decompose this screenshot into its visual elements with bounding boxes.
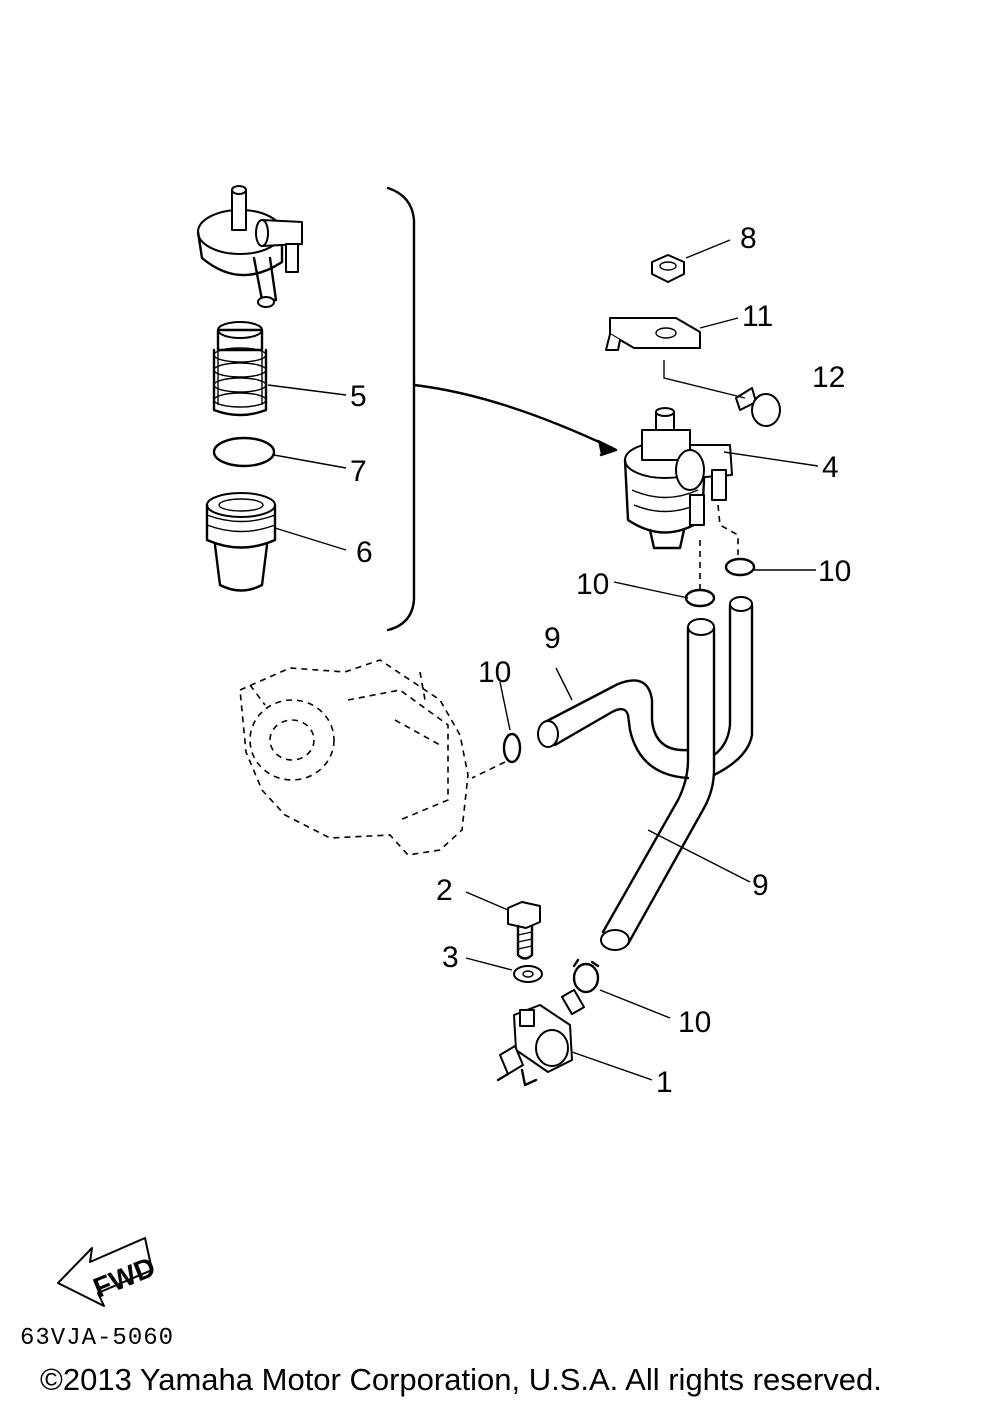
callout-5: 5 bbox=[350, 380, 367, 413]
o-ring-7 bbox=[212, 436, 276, 468]
carburetor bbox=[239, 659, 469, 856]
leader-lines bbox=[267, 239, 819, 1081]
callout-7: 7 bbox=[350, 455, 367, 488]
callout-6: 6 bbox=[356, 536, 373, 569]
copyright-notice: ©2013 Yamaha Motor Corporation, U.S.A. A… bbox=[40, 1362, 882, 1397]
bolt-2 bbox=[507, 901, 541, 960]
bracket-11 bbox=[605, 317, 701, 351]
callout-12: 12 bbox=[812, 361, 845, 394]
assembly-bracket bbox=[386, 186, 618, 632]
callout-3: 3 bbox=[442, 941, 459, 974]
filter-cup-6 bbox=[205, 492, 277, 592]
callout-9-lower: 9 bbox=[752, 869, 769, 902]
callout-10-carb: 10 bbox=[478, 656, 511, 689]
callout-9-upper: 9 bbox=[544, 622, 561, 655]
hose-clip-lower bbox=[572, 958, 600, 994]
filter-element-5 bbox=[212, 321, 268, 417]
callout-2: 2 bbox=[436, 874, 453, 907]
fuel-hose-9 bbox=[537, 596, 754, 951]
callout-10-right: 10 bbox=[818, 555, 851, 588]
callout-10-lower: 10 bbox=[678, 1006, 711, 1039]
fwd-arrow-icon: FWD bbox=[57, 1237, 160, 1307]
callout-11: 11 bbox=[742, 300, 773, 333]
washer-3 bbox=[513, 965, 543, 983]
fuel-filter-4 bbox=[623, 407, 733, 550]
filter-cap-assembly bbox=[196, 185, 303, 308]
fuel-joint-1 bbox=[496, 988, 586, 1087]
callout-4: 4 bbox=[822, 451, 839, 484]
callout-8: 8 bbox=[740, 222, 757, 255]
callout-10-mid: 10 bbox=[576, 568, 609, 601]
nut-8 bbox=[651, 254, 685, 283]
hose-clip-carb bbox=[471, 732, 522, 779]
diagram-code: 63VJA-5060 bbox=[20, 1325, 175, 1352]
callout-1: 1 bbox=[656, 1066, 673, 1099]
bolt-12 bbox=[735, 387, 781, 427]
